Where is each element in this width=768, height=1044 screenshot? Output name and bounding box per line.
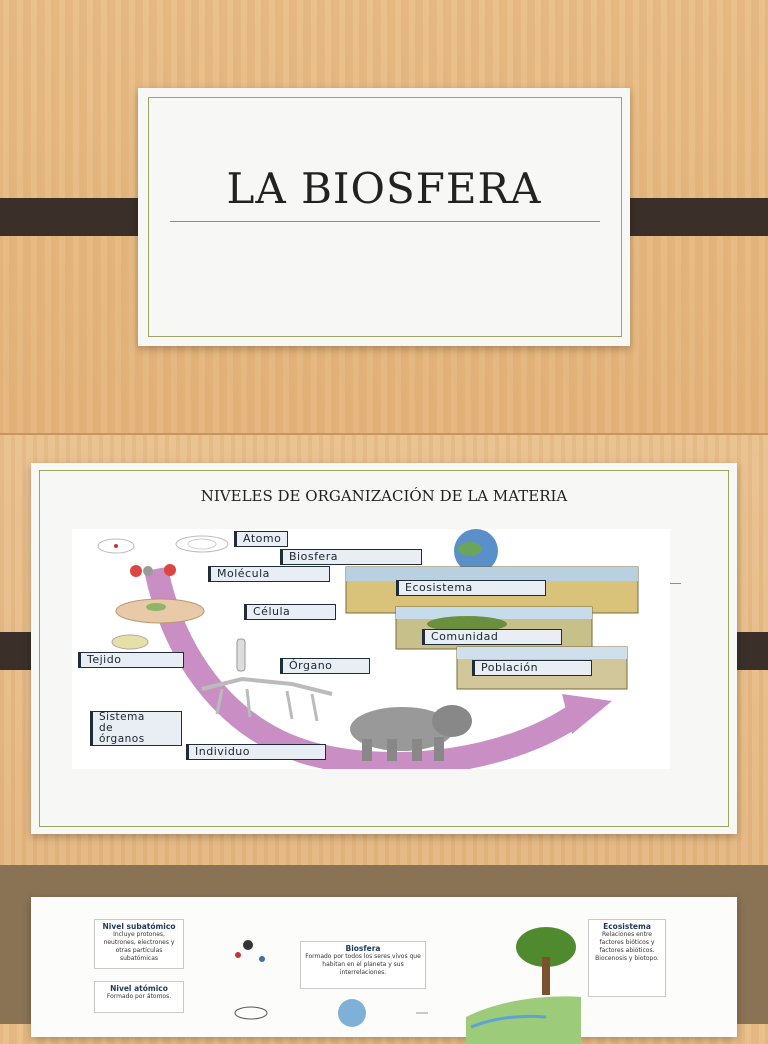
label-line: de xyxy=(99,722,114,734)
slide-title[interactable]: LA BIOSFERA xyxy=(138,88,630,346)
arrow-head xyxy=(562,694,612,734)
bone-icon xyxy=(236,638,246,672)
box-heading: Nivel subatómico xyxy=(102,922,176,931)
tissue-icon xyxy=(111,634,149,650)
info-box-ecosystem: Ecosistema Relaciones entre factores bió… xyxy=(588,919,666,997)
organization-levels-figure: Atomo Biosfera Molécula Célula Tejido Ór… xyxy=(72,529,670,769)
box-heading: Nivel atómico xyxy=(110,984,168,993)
box-text: Formado por átomos. xyxy=(106,993,172,1000)
label-biosfera: Biosfera xyxy=(280,549,422,565)
slide-levels[interactable]: NIVELES DE ORGANIZACIÓN DE LA MATERIA xyxy=(31,463,737,834)
box-text: Relaciones entre factores bióticos y fac… xyxy=(595,931,659,962)
info-box-biosphere: Biosfera Formado por todos los seres viv… xyxy=(300,941,426,989)
levels-illustration xyxy=(97,529,639,769)
tree-icon xyxy=(516,927,576,967)
atom-icon xyxy=(234,1006,268,1020)
globe-icon xyxy=(338,999,366,1027)
skeleton-icon xyxy=(201,676,333,696)
label-comunidad: Comunidad xyxy=(422,629,562,645)
label-organo: Órgano xyxy=(280,658,370,674)
info-box-subatomic: Nivel subatómico Incluye protones, neutr… xyxy=(94,919,184,969)
title-divider xyxy=(170,221,600,222)
box-text: Formado por todos los seres vivos que ha… xyxy=(305,953,421,976)
label-atomo: Atomo xyxy=(234,531,289,547)
label-sistema-organos: Sistema de órganos xyxy=(90,711,182,746)
elephant-icon xyxy=(350,707,454,751)
label-ecosistema: Ecosistema xyxy=(396,580,546,596)
landscape-icon xyxy=(466,996,581,1044)
label-celula: Célula xyxy=(244,604,336,620)
particle-icon xyxy=(243,940,253,950)
label-molecula: Molécula xyxy=(208,566,330,582)
label-poblacion: Población xyxy=(472,660,592,676)
label-tejido: Tejido xyxy=(78,652,184,668)
label-line: órganos xyxy=(99,733,145,745)
slide-details[interactable]: Nivel subatómico Incluye protones, neutr… xyxy=(31,897,737,1044)
box-heading: Ecosistema xyxy=(603,922,651,931)
label-line: Sistema xyxy=(99,711,145,723)
slide-frame xyxy=(39,470,729,827)
atom-icon xyxy=(97,538,135,554)
molecule-icon xyxy=(130,565,142,577)
slide-frame xyxy=(148,97,622,337)
cell-icon xyxy=(115,598,205,624)
ribbon-right xyxy=(614,198,768,236)
slide-heading: NIVELES DE ORGANIZACIÓN DE LA MATERIA xyxy=(200,487,568,505)
atom-icon xyxy=(175,535,229,553)
label-individuo: Individuo xyxy=(186,744,326,760)
decor-line xyxy=(669,583,681,584)
info-box-atomic: Nivel atómico Formado por átomos. xyxy=(94,981,184,1013)
box-heading: Biosfera xyxy=(345,944,381,953)
page-title: LA BIOSFERA xyxy=(226,164,542,213)
ribbon-left xyxy=(0,198,155,236)
levels-detail-figure: Nivel subatómico Incluye protones, neutr… xyxy=(76,917,688,1044)
box-text: Incluye protones, neutrones, electrones … xyxy=(103,931,175,962)
